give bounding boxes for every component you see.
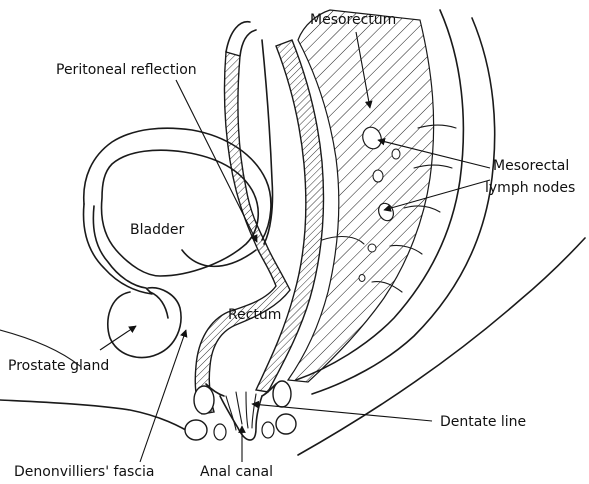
prostate-gland [108,288,181,358]
label-prostate-gland: Prostate gland [8,358,109,374]
label-peritoneal-reflection: Peritoneal reflection [56,62,197,78]
anal-canal [185,381,296,440]
label-mesorectal-lymph-nodes-1: Mesorectal [493,158,569,174]
peritoneum-fold [182,250,256,266]
leader-peritoneal-reflection [176,80,257,242]
label-bladder: Bladder [130,222,184,238]
anterior-body-line [0,400,196,436]
label-denonvilliers-fascia: Denonvilliers' fascia [14,464,154,480]
leader-prostate [100,326,136,350]
label-mesorectal-lymph-nodes-2: lymph nodes [485,180,575,196]
label-mesorectum: Mesorectum [310,12,396,28]
leader-denonvilliers [140,330,186,462]
label-anal-canal: Anal canal [200,464,273,480]
label-dentate-line: Dentate line [440,414,526,430]
label-rectum: Rectum [228,307,281,323]
